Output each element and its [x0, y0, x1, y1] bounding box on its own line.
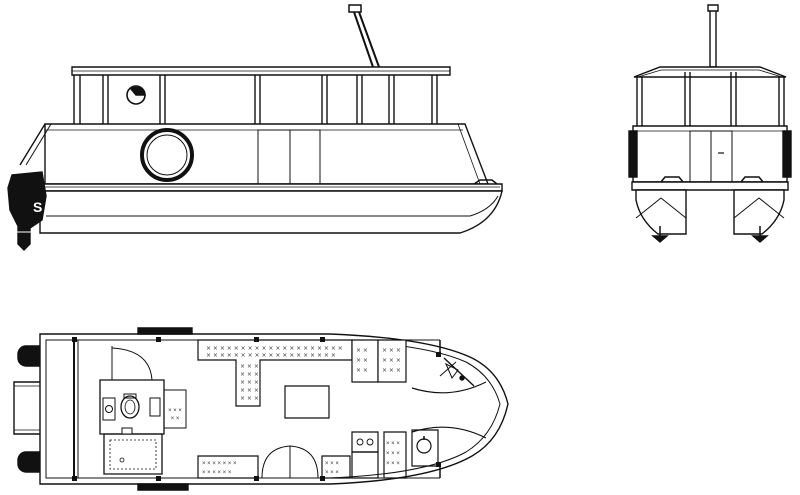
svg-text:× × ×: × × × [240, 363, 259, 370]
svg-text:× ×: × × [356, 357, 368, 364]
toilet-icon [121, 394, 139, 418]
svg-text:× × ×: × × × [382, 347, 401, 354]
plan-galley-counter [198, 340, 406, 406]
front-mast [708, 5, 718, 67]
svg-text:× × ×: × × × [386, 461, 400, 467]
plan-fender-top [138, 328, 192, 334]
plan-double-door [262, 446, 318, 478]
mast [349, 5, 379, 67]
front-elevation-view [629, 5, 791, 242]
front-pontoons [636, 190, 784, 234]
svg-text:× × ×: × × × [386, 441, 400, 447]
svg-text:× × ×: × × × [325, 470, 339, 476]
plan-fender-bottom [138, 484, 188, 490]
svg-text:× × ×: × × × [325, 461, 339, 467]
plan-cabinet-right: × × × × × × × × × [384, 432, 406, 478]
svg-text:× ×: × × [356, 347, 368, 354]
svg-text:× × × × × × × × × × × × × × ×: × × × × × × × × × × × × × × × × × × × × [206, 345, 343, 352]
propeller-left-icon [653, 226, 667, 242]
plan-railing-posts [72, 337, 441, 481]
stove-icon [352, 432, 378, 478]
pontoon-hull [40, 191, 502, 233]
side-elevation-view: S [8, 5, 502, 250]
svg-text:× × ×: × × × [168, 408, 182, 414]
front-cleat-left [661, 177, 683, 182]
helm-station [412, 430, 438, 466]
roof-deck [72, 67, 450, 75]
deck-plan-view: × × × × × × × × × × × × × × × × × × × × … [14, 328, 508, 490]
plan-cabinet-left: × × × × × [164, 390, 186, 428]
front-posts [637, 72, 784, 126]
svg-text:× × ×: × × × [240, 395, 259, 402]
plan-lower-counter: × × × × × × × × × × × × × × × × × × × [198, 456, 350, 478]
life-ring-icon [142, 130, 192, 180]
plan-table [285, 386, 329, 418]
svg-text:× × × × × ×: × × × × × × [202, 470, 232, 476]
front-deck [632, 182, 788, 190]
svg-text:× × ×: × × × [240, 379, 259, 386]
front-roof [634, 67, 786, 77]
svg-text:× × ×: × × × [240, 371, 259, 378]
plan-counter-hatch: × × × × × × × × × × × × × × × × × × × × … [206, 345, 401, 402]
vanity-icon [150, 398, 160, 416]
outboard-motor-icon: S [8, 172, 46, 250]
front-cleat-right [741, 177, 763, 182]
svg-text:× × × × × × × × × × × × × × ×: × × × × × × × × × × × × × × × × × × × [206, 352, 336, 359]
svg-text:× ×: × × [171, 416, 180, 422]
svg-text:× × ×: × × × [240, 387, 259, 394]
anchor-icon [440, 358, 474, 386]
motor-decal-label: S [33, 199, 42, 215]
svg-text:× × ×: × × × [382, 367, 401, 374]
porthole-icon [127, 86, 145, 104]
svg-text:× × ×: × × × [386, 451, 400, 457]
svg-text:× × × × × × ×: × × × × × × × [202, 461, 237, 467]
front-cabin [629, 126, 791, 182]
sink-icon [103, 398, 115, 420]
svg-text:× ×: × × [356, 367, 368, 374]
cabin-walls [20, 124, 488, 184]
roof-posts [74, 75, 437, 124]
svg-text:× × ×: × × × [382, 357, 401, 364]
propeller-right-icon [753, 226, 767, 242]
shower-stall [104, 428, 162, 474]
